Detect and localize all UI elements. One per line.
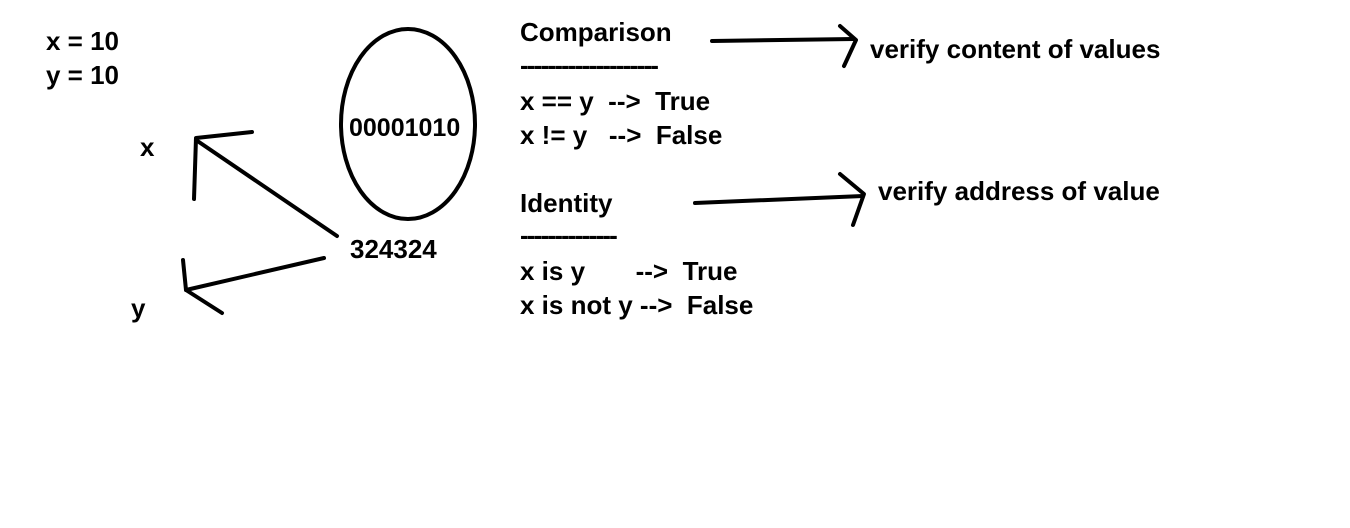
arrow-identity (693, 194, 865, 205)
arrow-y-head (181, 258, 224, 315)
identity-underline: -------------- (520, 220, 618, 250)
identity-heading: Identity (520, 188, 613, 218)
variable-x-label: x (140, 132, 155, 162)
comparison-not-equal-line: x != y --> False (520, 120, 723, 150)
identity-is-not-line: x is not y --> False (520, 290, 754, 320)
memory-cell-oval (339, 27, 477, 221)
arrow-comparison (710, 37, 856, 43)
comparison-equal-line: x == y --> True (520, 86, 711, 116)
arrow-address-to-x (194, 138, 339, 238)
comparison-description: verify content of values (870, 34, 1161, 64)
identity-is-line: x is y --> True (520, 256, 738, 286)
memory-address: 324324 (350, 234, 437, 264)
comparison-heading: Comparison (520, 17, 672, 47)
x-assignment: x = 10 (46, 26, 120, 56)
arrow-address-to-y (184, 256, 326, 292)
arrow-comparison-head (838, 24, 858, 68)
arrow-identity-head (838, 172, 866, 227)
y-assignment: y = 10 (46, 60, 120, 90)
arrow-x-head (192, 130, 254, 201)
variable-y-label: y (131, 293, 146, 323)
identity-description: verify address of value (878, 176, 1160, 206)
binary-value: 00001010 (349, 114, 461, 142)
comparison-underline: -------------------- (520, 50, 659, 80)
